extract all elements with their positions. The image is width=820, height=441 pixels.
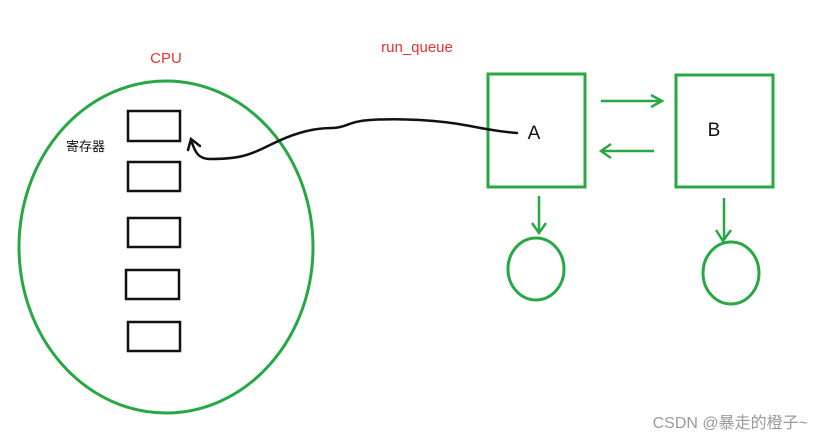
cpu-label: CPU bbox=[150, 50, 182, 67]
arrow-a-down-head bbox=[530, 222, 548, 236]
register-box bbox=[126, 160, 182, 193]
watermark: CSDN @暴走的橙子~ bbox=[652, 415, 808, 432]
register-box bbox=[124, 268, 181, 301]
process-b-child-circle bbox=[701, 240, 761, 306]
register-label: 寄存器 bbox=[66, 139, 105, 154]
register-box bbox=[126, 216, 182, 249]
process-a-child-circle bbox=[506, 236, 566, 302]
arrow-a-to-register-head bbox=[186, 136, 202, 152]
arrow-b-down-head bbox=[714, 229, 733, 244]
arrow-b-to-a-head bbox=[598, 142, 612, 160]
run-queue-label: run_queue bbox=[381, 39, 453, 56]
process-b-label: B bbox=[708, 120, 721, 141]
arrow-a-to-b-head bbox=[650, 93, 665, 109]
process-a-label: A bbox=[528, 123, 541, 144]
cpu-ellipse bbox=[17, 79, 315, 415]
arrow-a-to-register bbox=[189, 118, 519, 161]
register-box bbox=[126, 109, 182, 143]
register-box bbox=[126, 320, 182, 353]
process-box-b bbox=[674, 73, 775, 189]
